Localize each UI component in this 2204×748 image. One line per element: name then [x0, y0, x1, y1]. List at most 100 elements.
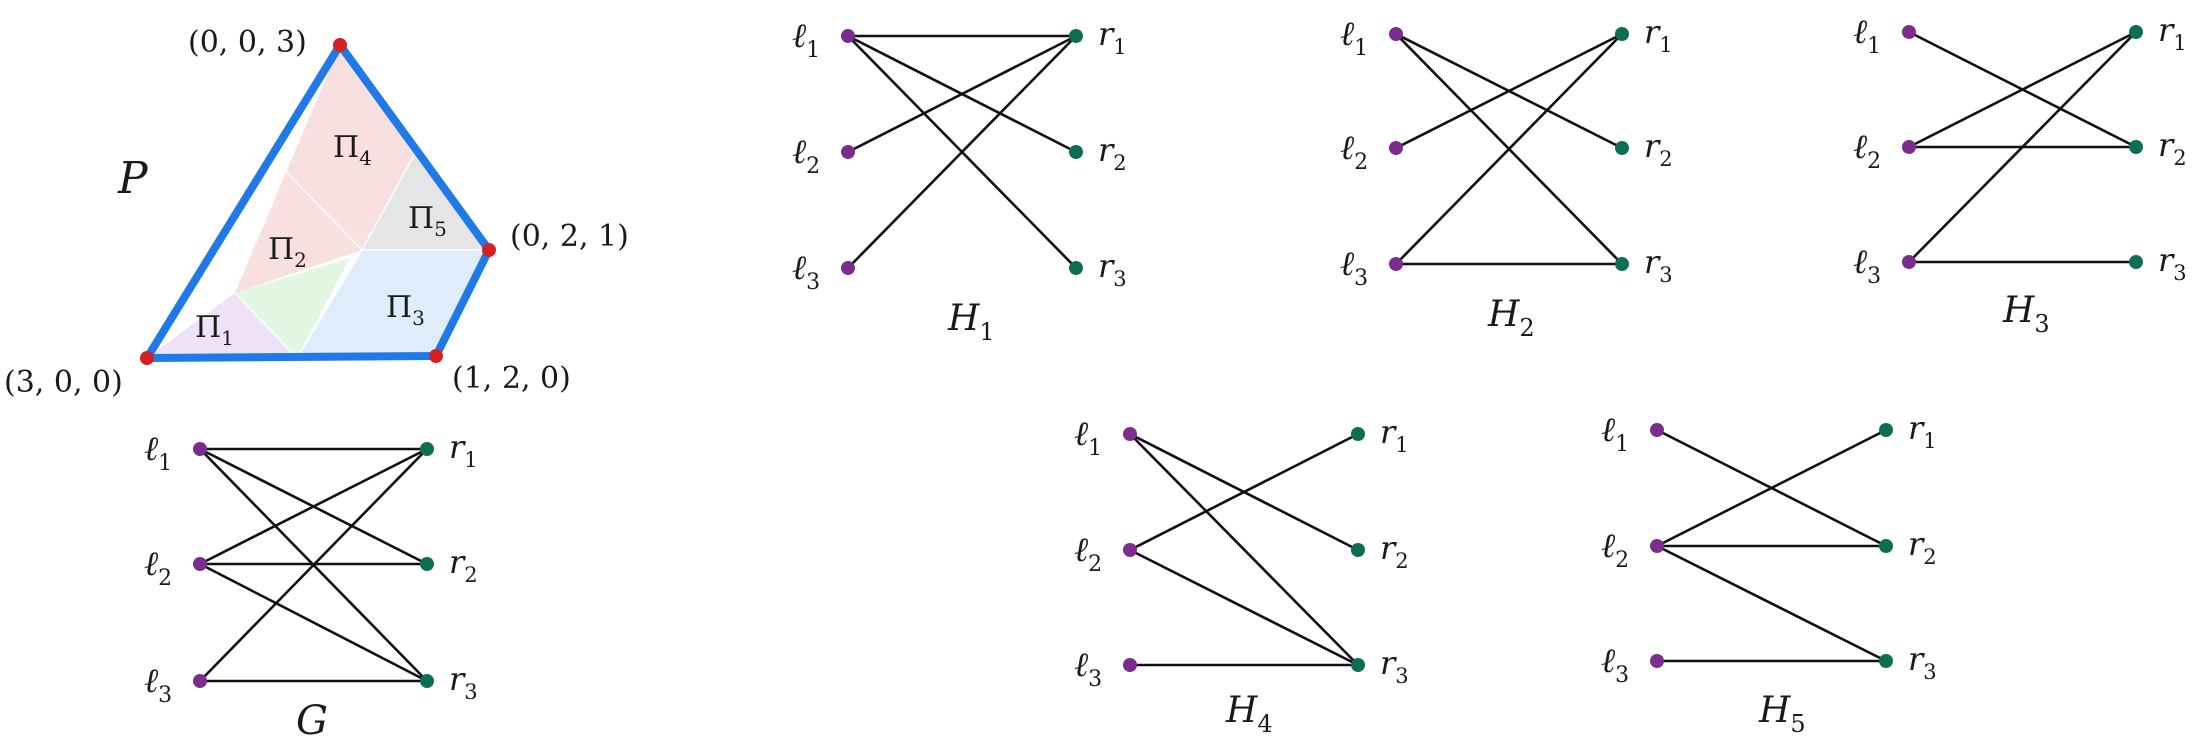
region-label-pi1: Π1 [195, 310, 234, 350]
node-label-l2: ℓ2 [1074, 530, 1102, 577]
node-label-r2: r2 [1644, 127, 1673, 171]
edge-l2-r1 [1908, 30, 2137, 149]
node-r1 [1879, 423, 1893, 437]
vertex-label-0-2-1: (0, 2, 1) [510, 219, 629, 254]
node-label-r3: r3 [1098, 247, 1127, 291]
region-label-pi2: Π2 [268, 232, 307, 272]
vertex-label-3-0-0: (3, 0, 0) [4, 365, 123, 400]
node-label-r2: r2 [2158, 126, 2187, 170]
vertex-label-1-2-0: (1, 2, 0) [452, 361, 571, 396]
node-label-r2: r2 [1908, 525, 1937, 569]
graph-name: H1 [947, 298, 995, 346]
edge-l3-r1 [1908, 31, 2137, 263]
node-r2 [420, 557, 434, 571]
node-label-l1: ℓ1 [1853, 12, 1881, 59]
edge-l2-r1 [1395, 32, 1623, 150]
node-r3 [420, 674, 434, 688]
region-pi3 [297, 250, 489, 358]
node-label-l2: ℓ2 [1601, 526, 1629, 573]
node-label-r1: r1 [2158, 11, 2187, 55]
edge-l2-r1 [1656, 428, 1887, 548]
region-separator [234, 292, 298, 359]
edge-l2-r1 [199, 447, 428, 566]
node-r3 [1879, 654, 1893, 668]
edge-l2-r3 [1656, 544, 1887, 663]
edge-l1-r3 [1129, 433, 1359, 666]
edge-l3-r1 [1395, 33, 1623, 265]
node-r2 [1879, 539, 1893, 553]
node-label-l3: ℓ3 [1853, 242, 1881, 289]
node-l3 [1123, 658, 1137, 672]
node-label-l1: ℓ1 [144, 429, 172, 476]
region-label-pi4: Π4 [333, 130, 372, 170]
node-label-l3: ℓ3 [1601, 641, 1629, 688]
node-r3 [1351, 658, 1365, 672]
graph-name: H2 [1487, 294, 1535, 342]
node-label-l2: ℓ2 [1340, 128, 1368, 175]
node-l2 [193, 557, 207, 571]
bipartite-graphs: ℓ1ℓ2ℓ3r1r2r3Gℓ1ℓ2ℓ3r1r2r3H1ℓ1ℓ2ℓ3r1r2r3H… [144, 11, 2187, 744]
vertex-1-2-0 [429, 349, 443, 363]
node-l3 [1902, 255, 1916, 269]
node-label-r3: r3 [1380, 644, 1409, 688]
node-l2 [1902, 140, 1916, 154]
node-label-l1: ℓ1 [1601, 410, 1629, 457]
node-label-r1: r1 [1098, 15, 1127, 59]
node-label-r2: r2 [449, 543, 478, 587]
node-label-l3: ℓ3 [144, 661, 172, 708]
node-label-r1: r1 [449, 428, 478, 472]
vertex-0-0-3 [333, 38, 347, 52]
node-r1 [1351, 427, 1365, 441]
region-label-pi3: Π3 [386, 290, 425, 330]
node-l2 [1123, 543, 1137, 557]
node-l1 [1902, 25, 1916, 39]
region-pi4 [235, 45, 414, 293]
node-label-r3: r3 [2158, 241, 2187, 285]
node-r2 [1351, 543, 1365, 557]
edge-l2-r3 [199, 562, 428, 683]
node-label-l2: ℓ2 [1853, 127, 1881, 174]
graph-name: H3 [2002, 290, 2050, 338]
edge-l2-r3 [1129, 548, 1359, 667]
node-l3 [841, 261, 855, 275]
node-r3 [1615, 257, 1629, 271]
node-label-l2: ℓ2 [792, 132, 820, 179]
graph-name: G [296, 698, 328, 744]
node-l2 [1650, 539, 1664, 553]
edge-l3-r1 [847, 35, 1077, 269]
node-r3 [1069, 261, 1083, 275]
node-r2 [1615, 141, 1629, 155]
node-label-r1: r1 [1644, 13, 1673, 57]
node-l3 [193, 674, 207, 688]
node-label-l3: ℓ3 [1074, 645, 1102, 692]
node-label-l1: ℓ1 [792, 16, 820, 63]
node-l1 [1389, 27, 1403, 41]
region-pi1 [147, 293, 297, 358]
node-label-r2: r2 [1380, 529, 1409, 573]
node-l2 [841, 145, 855, 159]
node-r2 [2129, 140, 2143, 154]
region-pi5 [362, 155, 489, 250]
node-label-l3: ℓ3 [792, 248, 820, 295]
region-separator [296, 249, 363, 359]
vertex-3-0-0 [140, 351, 154, 365]
node-r1 [1615, 27, 1629, 41]
node-r1 [2129, 25, 2143, 39]
node-l3 [1650, 654, 1664, 668]
vertex-0-2-1 [482, 243, 496, 257]
node-l1 [1123, 427, 1137, 441]
node-l2 [1389, 141, 1403, 155]
node-l1 [1650, 423, 1664, 437]
graph-name: H4 [1225, 690, 1273, 738]
polytope-p: (0, 0, 3) (3, 0, 0) (1, 2, 0) (0, 2, 1) … [4, 25, 629, 400]
node-label-l2: ℓ2 [144, 544, 172, 591]
node-label-r3: r3 [1644, 243, 1673, 287]
